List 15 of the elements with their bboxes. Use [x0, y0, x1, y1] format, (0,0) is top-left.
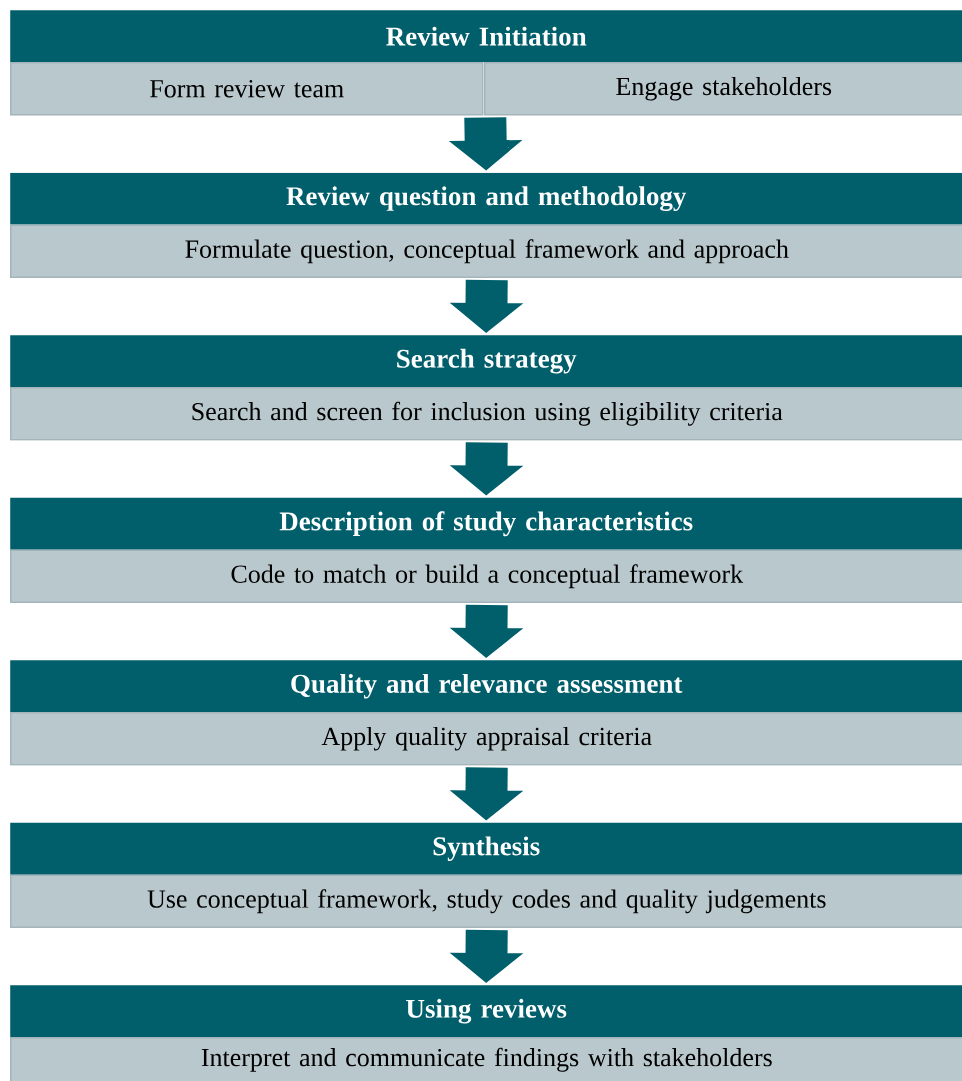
task-band: Search and screen for inclusion using eligibility criteria: [10, 387, 962, 441]
stage-header-band: Review question and methodology: [10, 172, 962, 225]
task-band: Interpret and communicate findings with stakeholders: [10, 1037, 962, 1081]
task-band: Engage stakeholders: [484, 62, 962, 116]
stage-header-band: Description of study characteristics: [10, 497, 962, 550]
stage-header-band: Using reviews: [10, 985, 962, 1038]
task-band: Apply quality appraisal criteria: [10, 712, 962, 766]
task-band: Code to match or build a conceptual framework: [10, 549, 962, 603]
task-band: Formulate question, conceptual framework and approach: [10, 224, 962, 278]
task-band: Use conceptual framework, study codes and quality judgements: [10, 874, 962, 928]
stage-header-band: Review Initiation: [10, 10, 962, 63]
stage-header-band: Quality and relevance assessment: [10, 660, 962, 713]
task-band: Form review team: [10, 62, 484, 116]
stage-header-band: Synthesis: [10, 822, 962, 875]
stage-header-band: Search strategy: [10, 335, 962, 388]
